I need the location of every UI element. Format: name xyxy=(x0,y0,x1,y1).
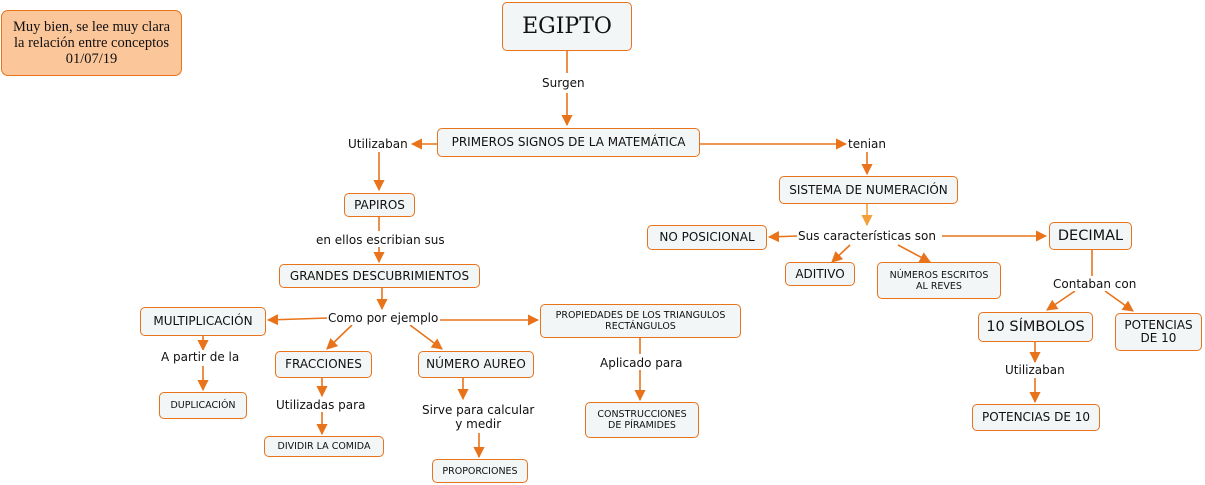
node-papiros[interactable]: PAPIROS xyxy=(344,193,415,217)
link-utilizaban: Utilizaban xyxy=(347,137,409,151)
node-decimal[interactable]: DECIMAL xyxy=(1049,222,1132,250)
node-numero-aureo[interactable]: NÚMERO AUREO xyxy=(418,351,534,378)
node-potencias-de-10-b[interactable]: POTENCIAS DE 10 xyxy=(972,404,1100,431)
node-egipto[interactable]: EGIPTO xyxy=(502,2,632,51)
node-propiedades-triangulos[interactable]: PROPIEDADES DE LOS TRIANGULOS RECTÁNGULO… xyxy=(540,304,741,338)
edge-suscaract-noposicional xyxy=(767,231,798,243)
link-como-por-ejemplo: Como por ejemplo xyxy=(327,311,440,325)
node-aditivo[interactable]: ADITIVO xyxy=(785,262,855,286)
node-dividir-la-comida[interactable]: DIVIDIR LA COMIDA xyxy=(264,436,384,457)
review-note: Muy bien, se lee muy clara la relación e… xyxy=(1,10,182,76)
node-potencias-de-10-a[interactable]: POTENCIAS DE 10 xyxy=(1115,313,1202,351)
edge-como-aureo xyxy=(409,324,443,350)
node-grandes-descubrimientos[interactable]: GRANDES DESCUBRIMIENTOS xyxy=(279,264,480,288)
edge-suscaract-numeros xyxy=(897,244,931,263)
edge-como-multiplicacion xyxy=(266,314,329,326)
node-10-simbolos[interactable]: 10 SÍMBOLOS xyxy=(978,312,1093,342)
edge-contaban-diezsimbolos xyxy=(1046,290,1076,311)
link-utilizadas-para: Utilizadas para xyxy=(275,398,367,412)
node-fracciones[interactable]: FRACCIONES xyxy=(275,351,372,378)
link-sus-caracteristicas: Sus características son xyxy=(797,229,937,243)
node-proporciones[interactable]: PROPORCIONES xyxy=(432,459,528,483)
node-no-posicional[interactable]: NO POSICIONAL xyxy=(647,225,767,250)
node-multiplicacion[interactable]: MULTIPLICACIÓN xyxy=(140,307,266,336)
edge-suscaract-aditivo xyxy=(831,244,851,263)
link-sirve-para-calcular: Sirve para calcular y medir xyxy=(421,403,536,431)
node-construcciones-piramides[interactable]: CONSTRUCCIONES DE PÍRAMIDES xyxy=(585,402,699,438)
link-aplicado-para: Aplicado para xyxy=(599,356,684,370)
link-contaban-con: Contaban con xyxy=(1052,277,1138,291)
link-tenian: tenian xyxy=(847,137,887,151)
node-sistema-numeracion[interactable]: SISTEMA DE NUMERACIÓN xyxy=(779,176,958,204)
node-numeros-escritos-al-reves[interactable]: NÚMEROS ESCRITOS AL REVES xyxy=(877,262,1001,299)
link-surgen: Surgen xyxy=(541,76,586,90)
edge-como-fracciones xyxy=(326,324,353,350)
node-duplicacion[interactable]: DUPLICACIÓN xyxy=(159,392,247,419)
link-en-ellos-escribian: en ellos escribian sus xyxy=(315,233,446,247)
link-utilizaban-2: Utilizaban xyxy=(1004,363,1066,377)
link-a-partir-de-la: A partir de la xyxy=(160,350,241,364)
edge-contaban-potencias xyxy=(1104,290,1134,312)
node-primeros-signos[interactable]: PRIMEROS SIGNOS DE LA MATEMÁTICA xyxy=(437,128,700,157)
